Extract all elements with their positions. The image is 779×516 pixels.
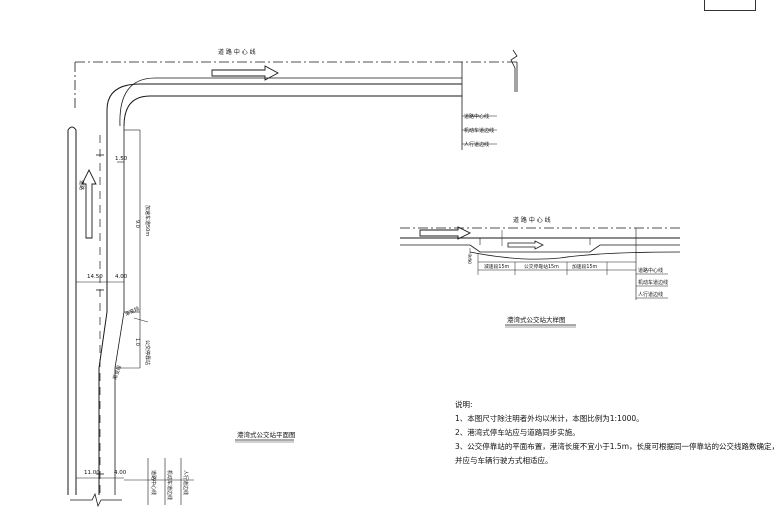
right-legend-2: 机动车道边线 bbox=[464, 127, 494, 134]
detail-bay bbox=[469, 244, 680, 253]
bus-bay-edge bbox=[98, 300, 108, 495]
break-mark-bottom bbox=[70, 492, 122, 508]
notes-block: 说明: 1、本图尺寸除注明者外均以米计，本图比例为1:1000。 2、港湾式停车… bbox=[455, 398, 779, 468]
notes-line-4: 并应与车辆行驶方式相适应。 bbox=[455, 456, 553, 465]
taper-bottom-label: 渐变段 bbox=[111, 364, 123, 381]
caption-left: 港湾式公交站平面图 bbox=[237, 430, 296, 439]
break-mark-top bbox=[510, 49, 518, 92]
dim-1450: 14.50 bbox=[87, 274, 103, 280]
detail-legend-2: 机动车道边线 bbox=[638, 279, 668, 286]
detail-legend-3: 人行道边线 bbox=[638, 291, 663, 298]
detail-seg-left: 减速段15m bbox=[484, 263, 509, 270]
road-center-label-top: 道 路 中 心 线 bbox=[218, 48, 256, 56]
arrow-right-detail bbox=[419, 226, 472, 240]
dim-150: 1.50 bbox=[115, 156, 128, 162]
arrow-right-top bbox=[211, 65, 279, 81]
dim-400-bottom: 4.00 bbox=[114, 470, 127, 476]
caption-right: 港湾式公交站大样图 bbox=[507, 315, 566, 324]
dim-400-mid: 4.00 bbox=[115, 274, 128, 280]
bottom-legend-3: 人行道边线 bbox=[182, 470, 189, 495]
arrow-up-left bbox=[81, 168, 97, 239]
road-edge-outer bbox=[106, 83, 462, 126]
title-block-frame bbox=[704, 0, 756, 11]
seg-9: 9.0 bbox=[134, 220, 140, 228]
bus-bay-inner bbox=[114, 300, 125, 495]
notes-line-1: 1、本图尺寸除注明者外均以米计，本图比例为1:1000。 bbox=[455, 414, 644, 423]
taper-left-label: 渐变段 bbox=[124, 305, 141, 318]
detail-seg-mid: 公交停靠站15m bbox=[524, 263, 559, 270]
right-legend-1: 道路中心线 bbox=[464, 113, 489, 120]
detail-legend-1: 道路中心线 bbox=[638, 267, 663, 274]
seg-1: 1.0 bbox=[134, 338, 140, 346]
detail-dim: 3.50 bbox=[466, 254, 472, 264]
left-sidewalk-outer bbox=[67, 126, 77, 495]
cad-drawing: 道 路 中 心 线 道 路 中 心 线 道路 1.50 14.50 4.00 1… bbox=[67, 48, 681, 508]
lane-mid-label: 加速车道50m bbox=[144, 205, 151, 236]
detail-seg-right: 加速段15m bbox=[572, 263, 597, 270]
notes-title: 说明: bbox=[455, 400, 473, 409]
road-edge-top2 bbox=[119, 77, 462, 127]
detail-bay-inner bbox=[479, 238, 591, 245]
road-edge-inner bbox=[123, 95, 462, 127]
bus-stop-vertical-label: 公交停靠站 bbox=[144, 340, 151, 365]
notes-line-3: 3、公交停靠站的平面布置，港湾长度不宜小于1.5m，长度可根据同一停靠站的公交线… bbox=[455, 442, 779, 451]
bottom-legend-1: 道路中心线 bbox=[150, 470, 157, 495]
road-center-label-right: 道 路 中 心 线 bbox=[513, 216, 551, 224]
right-legend-3: 人行道边线 bbox=[464, 141, 489, 148]
bottom-legend-2: 机动车道边线 bbox=[166, 470, 173, 500]
left-road-label: 道路 bbox=[78, 180, 85, 190]
arrow-right-detail-2 bbox=[507, 240, 544, 250]
notes-line-2: 2、港湾式停车站应与道路同步实施。 bbox=[455, 428, 580, 437]
dim-1100: 11.00 bbox=[84, 470, 100, 476]
